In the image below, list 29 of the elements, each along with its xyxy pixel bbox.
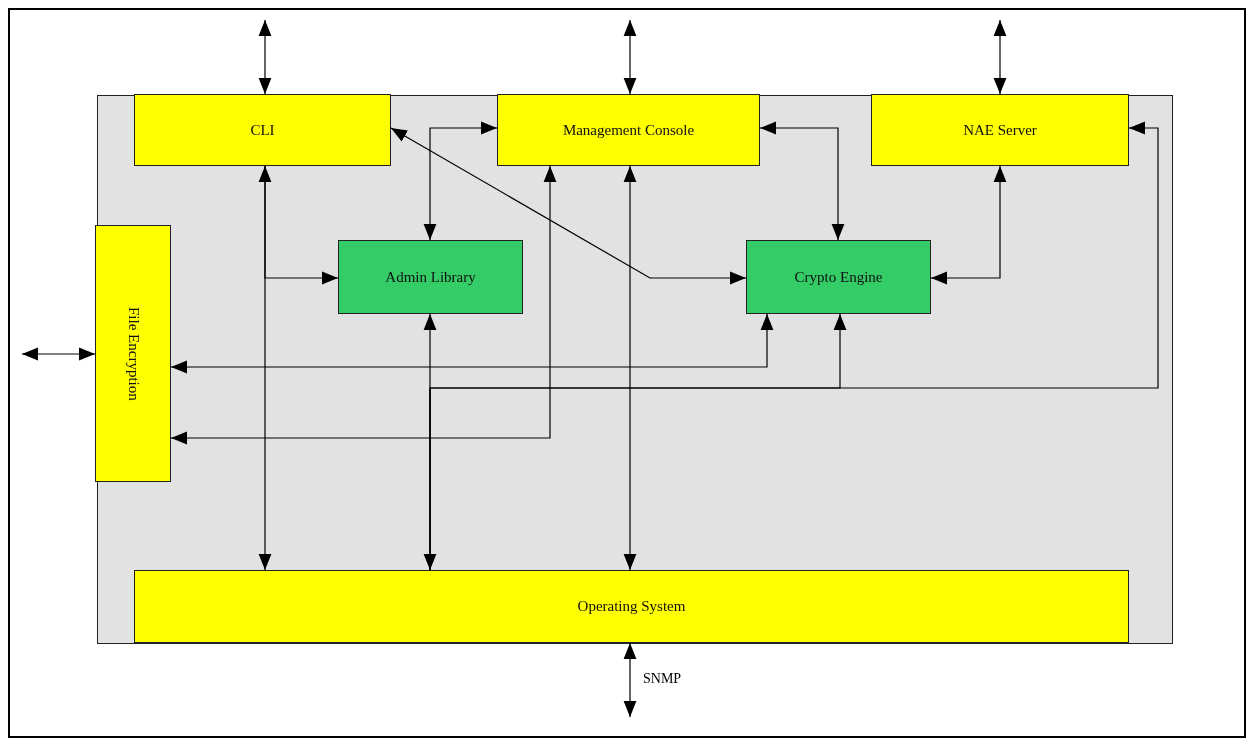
box-label: File Encryption [124, 306, 142, 401]
arrow [623, 19, 637, 95]
module-box [134, 94, 391, 166]
box-label: Operating System [577, 598, 686, 615]
arrow [759, 121, 845, 241]
arrow [390, 127, 747, 285]
box-label: Crypto Engine [794, 268, 883, 286]
module-box [497, 94, 760, 166]
arrow [993, 19, 1007, 95]
arrow [264, 165, 339, 285]
arrow [623, 165, 637, 571]
arrow [170, 313, 774, 374]
arrow [623, 642, 637, 718]
module-box [95, 225, 171, 482]
box-label: NAE Server [963, 121, 1037, 139]
arrow [170, 165, 557, 445]
module-box [338, 240, 523, 314]
arrow [423, 121, 498, 241]
arrow [429, 121, 1159, 571]
box-label: Management Console [562, 121, 695, 139]
module-box [871, 94, 1129, 166]
module-box [134, 570, 1129, 643]
system-panel [97, 95, 1173, 644]
module-box [746, 240, 931, 314]
box-label: Admin Library [385, 268, 476, 286]
arrow [21, 347, 96, 361]
arrow [930, 165, 1007, 285]
arrow [258, 19, 272, 95]
box-label: CLI [250, 121, 275, 139]
